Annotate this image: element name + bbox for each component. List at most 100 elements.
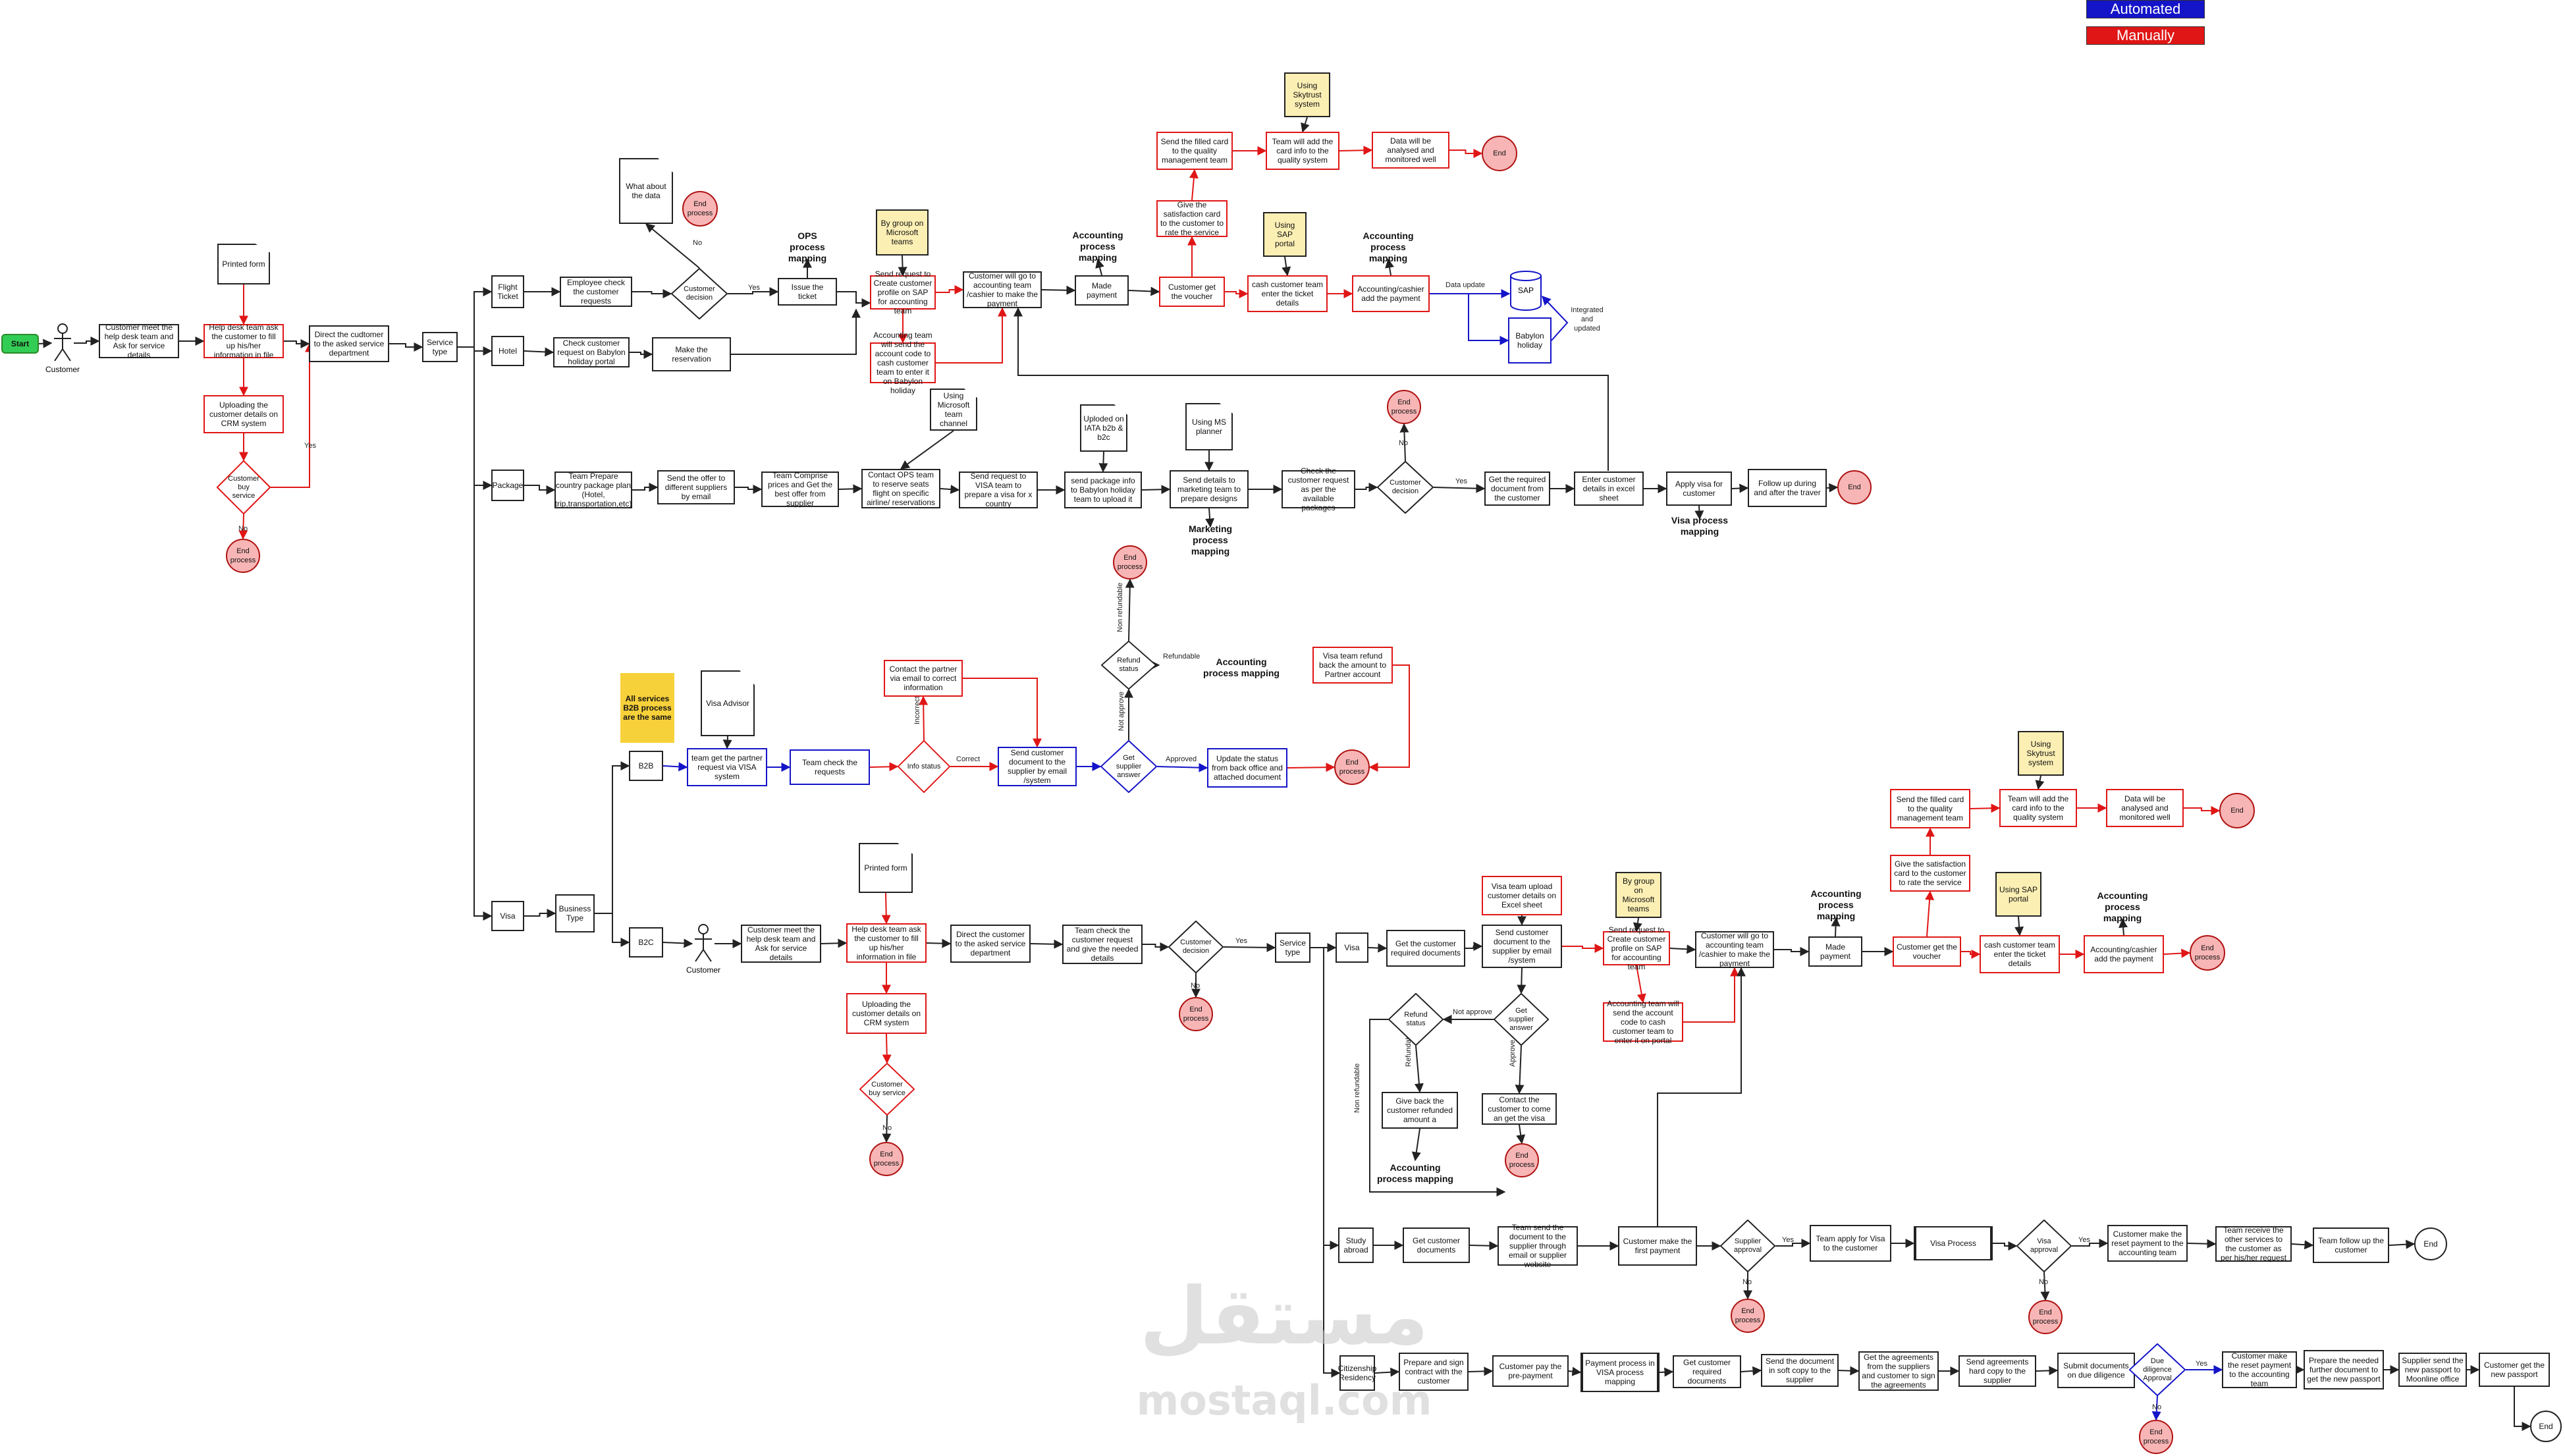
connector-using-sap-b2c-to-cash-team-b2c (2014, 916, 2024, 936)
node-visa-process: Visa Process (1914, 1226, 1993, 1260)
connector-using-skytrust-to-team-add-card (1301, 117, 1310, 133)
node-visa-advisor: Visa Advisor (701, 670, 755, 736)
connector-upload-crm-b2c-to-customer-buy-b2c (882, 1033, 892, 1064)
connector-send-offer-suppliers-to-team-compare (735, 485, 763, 494)
connector-check-request-pkg-to-customer-decision-pkg (1355, 483, 1378, 492)
connector-get-required-docs-to-send-docs-b2c (1465, 942, 1483, 951)
node-send-soft-copy: Send the document in soft copy to the su… (1761, 1354, 1839, 1387)
connector-prepare-contract-to-pre-payment (1468, 1366, 1494, 1376)
connector-passport-end (2514, 1387, 2531, 1431)
node-send-marketing: Send details to marketing team to prepar… (1170, 470, 1249, 508)
connector-send-request-sap-to-go-to-accounting (936, 285, 964, 294)
node-upload-crm: Uploading the customer details on CRM sy… (203, 395, 284, 433)
node-send-document-supplier: Send customer document to the supplier b… (998, 747, 1077, 786)
connector-send-request-sap-b2c-to-go-accounting-b2c (1669, 944, 1696, 954)
node-visa-b2c: Visa (1336, 932, 1368, 963)
connector-team-add-card-to-data-analysed (1339, 146, 1373, 155)
connector-service-visa (473, 485, 493, 921)
connector-first-payment-to-accounting (1657, 967, 1746, 1226)
connector-customer-decision-pkg-to-end-pkg-top (1399, 423, 1409, 462)
connector-customer-decision-pkg-to-get-documents-pkg (1433, 483, 1486, 493)
node-get-docs-citizen: Get customer required documents (1673, 1355, 1741, 1388)
connector-send-docs-b2c-to-send-request-sap-b2c (1562, 944, 1604, 953)
node-enter-excel: Enter customer details in excel sheet (1574, 472, 1644, 506)
connector-apply-visa-to-visa-mapping (1694, 505, 1704, 520)
connector-send-card-b2c-to-team-add-card-b2c (1970, 803, 2001, 813)
node-end-pkg-top: End process (1387, 390, 1421, 424)
node-team-send-docs-study: Team send the document to the supplier t… (1498, 1223, 1578, 1269)
node-service-type-b2c: Service type (1275, 932, 1310, 963)
edge-label-yes: Yes (304, 442, 316, 450)
node-using-teams-pkg: Using Microsoft team channel (930, 389, 977, 431)
connector-customer-decision-b2c-to-service-type-b2c (1223, 942, 1276, 952)
node-acc-mapping-b2c: Accounting process mapping (1810, 888, 1862, 921)
node-upload-crm-b2c: Uploading the customer details on CRM sy… (846, 993, 927, 1034)
connector-integrated (1542, 295, 1569, 341)
node-hotel: Hotel (491, 336, 524, 366)
node-accounting-cashier: Accounting/cashier add the payment (1352, 275, 1430, 312)
decision-supplier-answer-b2c: Get supplier answer (1494, 993, 1549, 1046)
node-contact-partner: Contact the partner via email to correct… (884, 660, 963, 697)
node-send-card-b2c: Send the filled card to the quality mana… (1890, 789, 1970, 828)
node-flight-ticket: Flight Ticket (491, 275, 524, 308)
connector-customer-buy-yes (271, 342, 314, 488)
edge-label-yes: Yes (1455, 477, 1467, 485)
connector-customer-voucher-b2c-to-cash-team-b2c (1961, 950, 1981, 959)
node-make-reservation: Make the reservation (652, 337, 731, 371)
node-using-sap-b2c: Using SAP portal (1995, 872, 2041, 917)
node-direct-customer-b2c: Direct the customer to the asked service… (950, 925, 1031, 963)
decision-customer-buy-b2c: Customer buy service (859, 1063, 915, 1116)
edge-label-no: No (238, 525, 248, 533)
connector-hotel-to-check-babylon (524, 347, 554, 357)
node-team-check-requests: Team check the requests (790, 749, 870, 785)
connector-by-group-teams-to-send-request-sap (898, 255, 907, 277)
connector-send-soft-copy-to-get-agreements (1838, 1366, 1860, 1376)
node-end-visa-approval: End process (2028, 1300, 2063, 1334)
node-send-visa-team: Send request to VISA team to prepare a v… (959, 472, 1038, 508)
connector-made-payment-to-acc-mapping-1 (1095, 258, 1104, 276)
connector-business-b2c (612, 913, 630, 947)
connector-ticket-to-sap (837, 291, 871, 308)
node-reset-payment-citizen: Customer make the reset payment to the a… (2222, 1351, 2297, 1388)
connector-b2b-to-team-partner-request (662, 762, 688, 772)
node-end-b2c-payment: End process (2190, 935, 2225, 971)
node-end-due: End process (2139, 1420, 2173, 1454)
node-using-ms-planner: Using MS planner (1185, 403, 1233, 450)
node-contact-ops: Contact OPS team to reserve seats flight… (861, 469, 940, 508)
connector-team-follow-up-to-end-study (2389, 1239, 2416, 1249)
connector-get-docs-study-to-team-send-docs-study (1469, 1241, 1499, 1251)
actor-label: Customer (686, 965, 720, 975)
node-end-pkg: End (1837, 470, 1872, 504)
node-accounting-send-code: Accounting team will send the account co… (870, 331, 936, 395)
connector-customer-voucher-to-cash-team-details (1225, 289, 1249, 298)
connector-service-flight (458, 287, 493, 348)
node-go-accounting-b2c: Customer will go to accounting team /cas… (1695, 931, 1774, 968)
connector-data-analysed-to-end-quality-top (1449, 149, 1483, 158)
node-marketing-mapping: Marketing process mapping (1188, 523, 1233, 556)
connector-send-package-babylon-to-send-marketing (1141, 485, 1171, 495)
node-by-group-teams: By group on Microsoft teams (876, 209, 929, 256)
node-prepare-contract: Prepare and sign contract with the custo… (1399, 1353, 1469, 1391)
connector-excel-back (1013, 307, 1609, 471)
node-team-check-b2c: Team check the customer request and give… (1062, 925, 1143, 964)
node-submit-due: Submit documents on due diligence (2057, 1353, 2135, 1388)
node-team-receive-services: Team receive the other services to the c… (2215, 1226, 2292, 1262)
edge-label-yes: Yes (1235, 937, 1247, 945)
connector-send-request-sap-b2c-to-accounting-code-b2c (1636, 965, 1646, 1004)
node-end-refund-top: End process (1113, 545, 1147, 580)
node-start: Start (1, 334, 39, 354)
node-go-to-accounting: Customer will go to accounting team /cas… (963, 271, 1042, 308)
decision-customer-decision-flight: Customer decision (671, 268, 728, 319)
node-acc-mapping-b2c-2: Accounting process mapping (2097, 890, 2148, 923)
node-data-update: Data update (1445, 281, 1485, 289)
node-team-compare: Team Comprise prices and Get the best of… (761, 471, 839, 508)
node-b2b: B2B (629, 751, 663, 781)
node-upload-iata: Uploded on IATA b2b & b2c (1080, 404, 1127, 452)
node-help-desk-fill-b2c: Help desk team ask the customer to fill … (846, 923, 927, 963)
decision-refund-status-b2c: Refund status (1388, 993, 1444, 1046)
connector-info-status-to-contact-partner (919, 695, 929, 741)
decision-supplier-approval: Supplier approval (1720, 1220, 1775, 1272)
connector-visa-approval-to-reset-payment (2072, 1239, 2109, 1248)
node-printed-form: Printed form (217, 244, 270, 284)
connector-team-check-b2c-to-customer-decision-b2c (1143, 942, 1170, 952)
